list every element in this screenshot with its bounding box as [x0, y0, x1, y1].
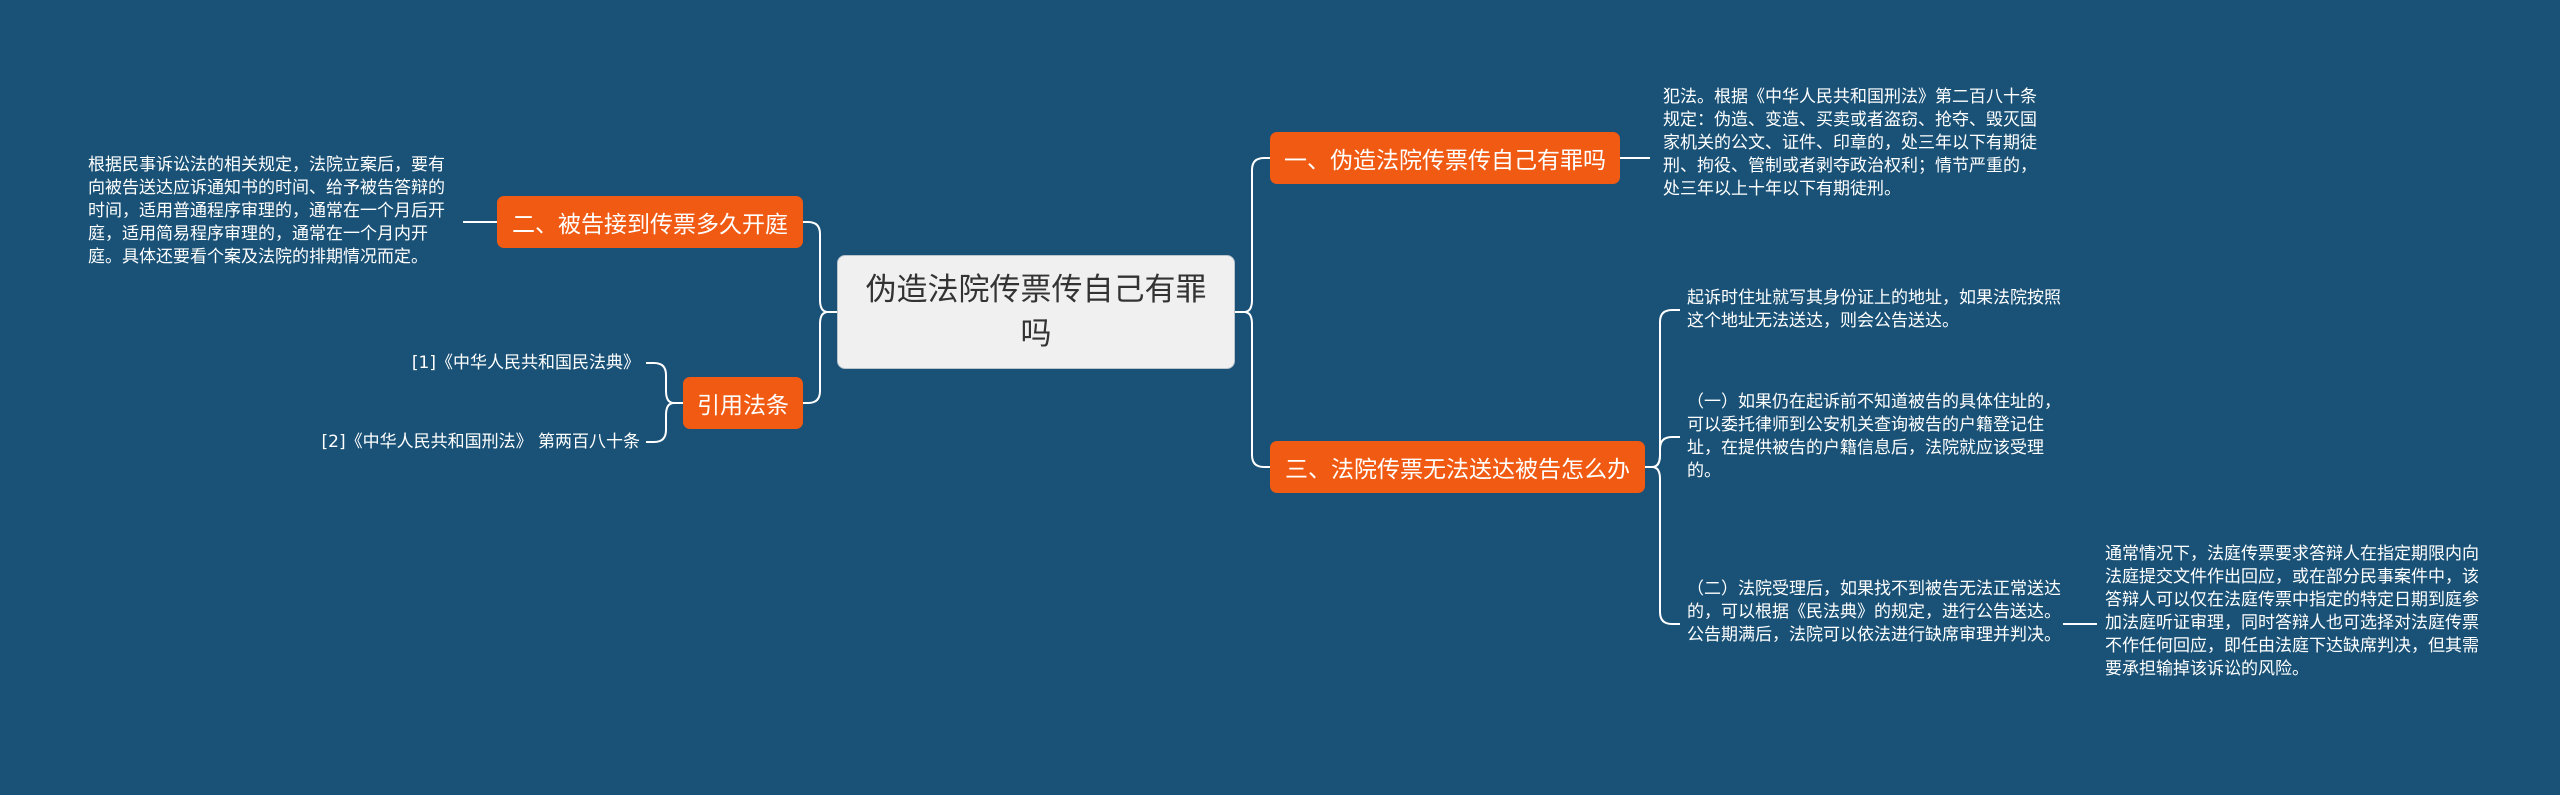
branch-topic-4[interactable]: 引用法条 — [683, 377, 803, 429]
ref-item-2: [2]《中华人民共和国刑法》 第两百八十条 — [321, 432, 640, 452]
branch-3-note-2: （一）如果仍在起诉前不知道被告的具体住址的，可以委托律师到公安机关查询被告的户籍… — [1687, 392, 2061, 481]
branch-topic-4-label: 引用法条 — [697, 393, 789, 419]
branch-topic-1-label: 一、伪造法院传票传自己有罪吗 — [1284, 148, 1606, 174]
branch-3-subnote: 通常情况下，法庭传票要求答辩人在指定期限内向法庭提交文件作出回应，或在部分民事案… — [2105, 544, 2479, 679]
branch-topic-3-label: 三、法院传票无法送达被告怎么办 — [1285, 457, 1630, 483]
branch-topic-3[interactable]: 三、法院传票无法送达被告怎么办 — [1270, 441, 1645, 493]
branch-topic-1[interactable]: 一、伪造法院传票传自己有罪吗 — [1270, 132, 1620, 184]
branch-topic-2[interactable]: 二、被告接到传票多久开庭 — [497, 196, 803, 248]
link-root-b1 — [1235, 157, 1270, 313]
branch-1-note: 犯法。根据《中华人民共和国刑法》第二百八十条规定：伪造、变造、买卖或者盗窃、抢夺… — [1663, 87, 2037, 199]
root-topic[interactable]: 伪造法院传票传自己有罪吗 — [837, 255, 1235, 369]
link-root-b4 — [803, 311, 837, 404]
link-root-b3 — [1235, 311, 1270, 468]
branch-topic-2-label: 二、被告接到传票多久开庭 — [512, 212, 788, 238]
link-b3-note1 — [1645, 309, 1680, 468]
link-root-b2 — [803, 221, 837, 313]
link-b3-note2 — [1645, 436, 1680, 468]
link-b3-note3 — [1645, 466, 1680, 625]
root-title: 伪造法院传票传自己有罪吗 — [865, 272, 1207, 352]
link-b4-ref1 — [646, 362, 683, 404]
ref-item-1: [1]《中华人民共和国民法典》 — [411, 353, 640, 373]
branch-3-note-1: 起诉时住址就写其身份证上的地址，如果法院按照这个地址无法送达，则会公告送达。 — [1687, 288, 2061, 331]
link-b4-ref2 — [646, 402, 683, 443]
branch-2-note: 根据民事诉讼法的相关规定，法院立案后，要有向被告送达应诉通知书的时间、给予被告答… — [88, 155, 445, 267]
branch-3-note-3: （二）法院受理后，如果找不到被告无法正常送达的，可以根据《民法典》的规定，进行公… — [1687, 579, 2061, 645]
